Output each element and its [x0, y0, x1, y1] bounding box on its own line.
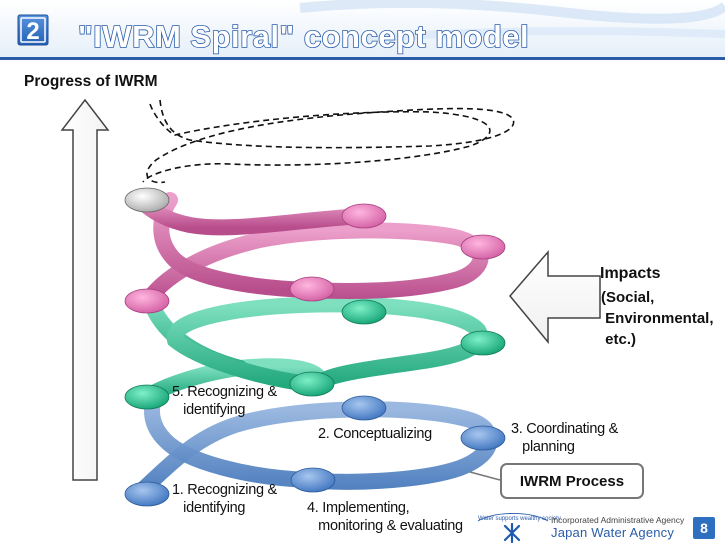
node-blue-3 — [460, 425, 506, 451]
blue-band — [132, 401, 498, 500]
impacts-title: Impacts — [600, 265, 661, 282]
step-4-label: 4. Implementing, monitoring & evaluating — [307, 500, 463, 534]
spiral-bands — [132, 192, 498, 500]
node-blue-4 — [341, 395, 387, 421]
iwrm-process-box: IWRM Process — [500, 463, 644, 499]
header-band: 2 "IWRM Spiral" concept model — [0, 0, 725, 62]
progress-label: Progress of IWRM — [24, 73, 158, 90]
node-green-2 — [289, 371, 335, 397]
step-5-label: 5. Recognizing & identifying — [172, 384, 277, 418]
agency-type: Incorporated Administrative Agency — [551, 515, 685, 525]
process-connector — [469, 471, 501, 481]
pink-band — [140, 222, 489, 308]
node-green-3 — [460, 330, 506, 356]
iwrm-process-label: IWRM Process — [519, 472, 625, 490]
logo-tagline: Water supports wealthy society — [478, 516, 561, 522]
node-pink-4 — [341, 203, 387, 229]
agency-logo-icon — [503, 522, 521, 544]
step-1-label: 1. Recognizing & identifying — [172, 482, 277, 516]
impacts-detail: (Social, Environmental, etc.) — [601, 289, 714, 348]
agency-name: Japan Water Agency — [551, 525, 675, 540]
page-title: "IWRM Spiral" concept model — [78, 19, 529, 54]
section-number: 2 — [26, 18, 39, 45]
node-grey-1 — [124, 187, 170, 213]
node-blue-1 — [124, 481, 170, 507]
progress-arrow — [60, 98, 110, 481]
header-graphic: 2 "IWRM Spiral" concept model — [0, 0, 725, 60]
future-spiral-dashed — [142, 99, 515, 184]
node-blue-2 — [290, 467, 336, 493]
spiral-nodes — [124, 187, 506, 507]
agency-logo: Water supports wealthy society — [477, 513, 561, 544]
step-3-label: 3. Coordinating & planning — [511, 421, 618, 455]
step-2-label: 2. Conceptualizing — [318, 426, 432, 442]
node-green-4 — [341, 299, 387, 325]
node-pink-3 — [460, 234, 506, 260]
section-number-badge — [17, 14, 49, 46]
node-green-1 — [124, 384, 170, 410]
node-pink-2 — [289, 276, 335, 302]
impacts-arrow — [509, 249, 601, 345]
node-pink-1 — [124, 288, 170, 314]
page-number: 8 — [693, 517, 715, 539]
